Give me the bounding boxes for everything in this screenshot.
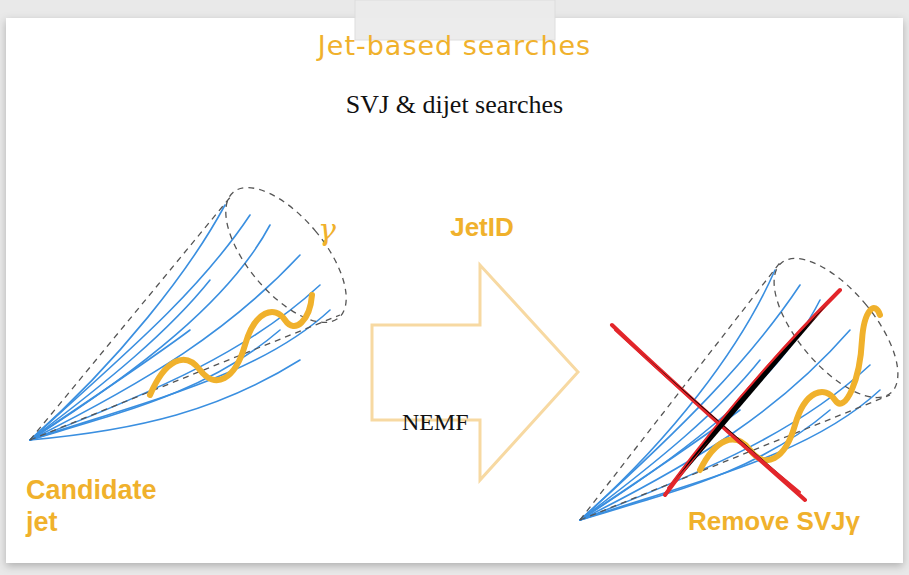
jetid-arrow <box>372 265 578 480</box>
node-text: Remove SVJγ <box>688 506 893 537</box>
node-text: NEMF <box>372 408 578 437</box>
title: Jet-based searches <box>0 30 909 61</box>
removed-jet-cone <box>580 238 909 520</box>
remove-label: Remove SVJγ <box>688 506 893 537</box>
node-text: Candidate jet <box>26 474 176 539</box>
node-text: JetID <box>372 212 578 243</box>
subtitle: SVJ & dijet searches <box>0 90 909 120</box>
candidate-jet-cone <box>30 168 368 440</box>
jetid-arrow-node: JetID NEMF <box>372 212 578 477</box>
photon-symbol: γ <box>318 212 336 247</box>
candidate-jet: Candidate jet <box>26 474 196 539</box>
red-cross <box>612 290 840 500</box>
